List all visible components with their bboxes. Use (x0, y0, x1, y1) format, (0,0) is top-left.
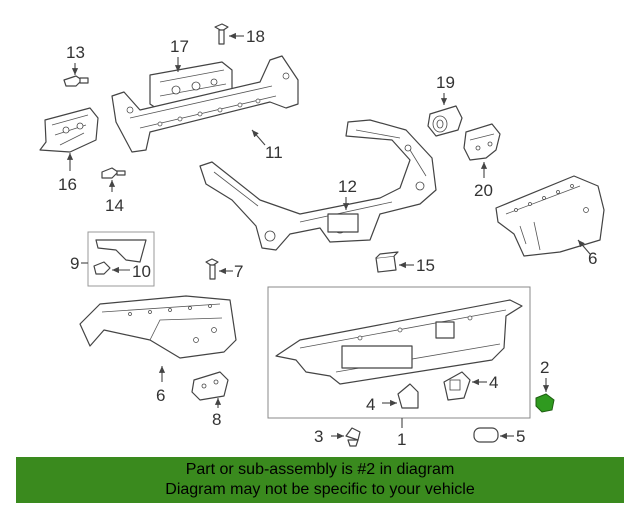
part-11-crossmember[interactable]: 11 (111, 55, 299, 162)
callout-6-right: 6 (588, 249, 597, 268)
callout-18: 18 (246, 27, 265, 46)
callout-12: 12 (338, 177, 357, 196)
info-banner: Part or sub-assembly is #2 in diagram Di… (16, 457, 624, 503)
part-6-left-bumper-end[interactable]: 6 (79, 295, 237, 405)
callout-4-right: 4 (489, 373, 498, 392)
callout-3: 3 (314, 427, 323, 446)
callout-19: 19 (436, 73, 455, 92)
part-8-bracket[interactable]: 8 (191, 371, 229, 429)
callout-16: 16 (58, 175, 77, 194)
part-7-bolt[interactable]: 7 (205, 258, 243, 281)
parts-diagram: 13 16 14 17 18 (39, 23, 605, 449)
callout-9: 9 (70, 254, 79, 273)
part-2-highlighted[interactable]: 2 (535, 358, 555, 413)
part-1-bumper-assembly[interactable]: 4 4 1 (267, 286, 531, 449)
callout-11: 11 (265, 143, 283, 162)
callout-6-left: 6 (156, 386, 165, 405)
callout-14: 14 (105, 196, 124, 215)
callout-7: 7 (234, 262, 243, 281)
callout-20: 20 (474, 181, 493, 200)
callout-4-left: 4 (366, 395, 375, 414)
callout-5: 5 (516, 427, 525, 446)
part-6-right-bumper-end[interactable]: 6 (495, 175, 605, 268)
banner-line-1: Part or sub-assembly is #2 in diagram (185, 461, 455, 478)
part-16-bracket[interactable]: 16 (39, 107, 99, 194)
callout-2: 2 (540, 358, 549, 377)
callout-17: 17 (170, 37, 189, 56)
callout-15: 15 (416, 256, 435, 275)
part-13-bolt[interactable]: 13 (63, 43, 89, 87)
part-5-cap[interactable]: 5 (473, 427, 525, 446)
callout-8: 8 (212, 410, 221, 429)
part-12-hitch[interactable]: 12 (199, 119, 437, 251)
part-15-block[interactable]: 15 (375, 251, 435, 275)
part-9-inset[interactable]: 9 10 (70, 231, 155, 287)
callout-10: 10 (132, 262, 151, 281)
part-3-clip[interactable]: 3 (314, 427, 361, 447)
part-19-sensor[interactable]: 19 (427, 73, 463, 137)
part-4-bracket-left (397, 383, 419, 409)
part-18-bolt[interactable]: 18 (214, 23, 265, 46)
callout-1: 1 (397, 430, 406, 449)
part-14-bolt[interactable]: 14 (101, 167, 126, 215)
banner-line-2: Diagram may not be specific to your vehi… (165, 481, 475, 498)
part-20-bracket[interactable]: 20 (463, 123, 501, 200)
callout-13: 13 (66, 43, 85, 62)
